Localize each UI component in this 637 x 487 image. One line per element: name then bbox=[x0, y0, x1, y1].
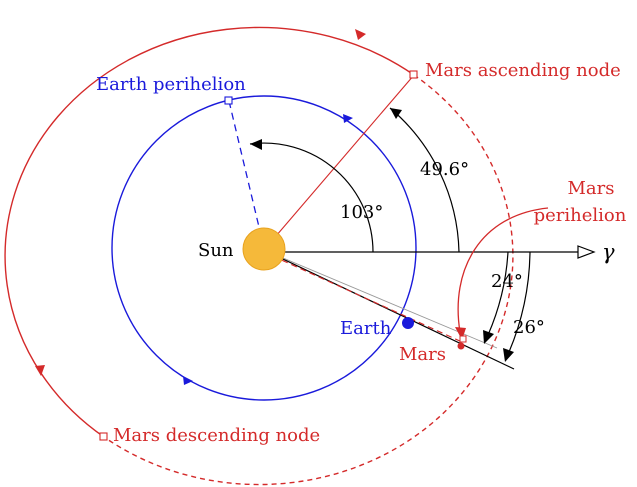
angle-label-26: 26° bbox=[513, 317, 545, 338]
mars-perihelion-marker bbox=[459, 335, 467, 343]
mars-perihelion-label-line2: perihelion bbox=[534, 205, 627, 226]
angle-arc-24 bbox=[487, 251, 509, 336]
mars-perihelion-pointer-arrowhead bbox=[455, 327, 466, 340]
mars-orbit-solid bbox=[4, 26, 415, 438]
earth-orbit-arrow-bottom bbox=[183, 376, 193, 385]
angle-arc-103 bbox=[249, 142, 374, 253]
mars-ascending-node-marker bbox=[409, 70, 418, 79]
earth-label: Earth bbox=[340, 318, 392, 339]
angle-arc-24-arrowhead bbox=[483, 330, 494, 344]
mars bbox=[457, 342, 465, 350]
mars-position-line bbox=[263, 249, 515, 370]
angle-arc-49-arrowhead bbox=[390, 108, 402, 119]
mars-orbit-arrow-left bbox=[35, 365, 45, 376]
angle-arc-49 bbox=[389, 107, 460, 253]
angle-label-49: 49.6° bbox=[420, 159, 469, 180]
mars-orbit-arrow-top bbox=[355, 29, 366, 40]
angle-arc-26 bbox=[508, 251, 531, 353]
line-of-nodes bbox=[263, 74, 415, 251]
angle-arc-103-arrowhead bbox=[250, 139, 262, 150]
earth-perihelion-label: Earth perihelion bbox=[96, 74, 246, 95]
mars-descending-node-label: Mars descending node bbox=[113, 425, 320, 446]
earth-perihelion-line bbox=[228, 100, 265, 249]
angle-label-24: 24° bbox=[491, 271, 523, 292]
sun-label: Sun bbox=[198, 240, 234, 261]
earth-orbit bbox=[111, 95, 417, 401]
earth-perihelion-marker bbox=[224, 96, 233, 105]
gamma-label: γ bbox=[602, 240, 615, 264]
mars-perihelion-label-line1: Mars bbox=[567, 178, 614, 199]
angle-arc-26-arrowhead bbox=[503, 348, 514, 362]
mars-orbit-dashed bbox=[103, 74, 514, 486]
earth-orbit-arrow-top bbox=[343, 114, 353, 123]
mars-perihelion-pointer bbox=[457, 207, 549, 333]
mars-label: Mars bbox=[399, 344, 446, 365]
sun bbox=[242, 227, 286, 271]
vernal-equinox-arrowhead bbox=[577, 245, 596, 259]
mars-descending-node-marker bbox=[99, 432, 108, 441]
earth bbox=[402, 317, 414, 329]
mars-ascending-node-label: Mars ascending node bbox=[425, 60, 621, 81]
mars-perihelion-dashed bbox=[263, 251, 463, 343]
angle-label-103: 103° bbox=[340, 202, 383, 223]
